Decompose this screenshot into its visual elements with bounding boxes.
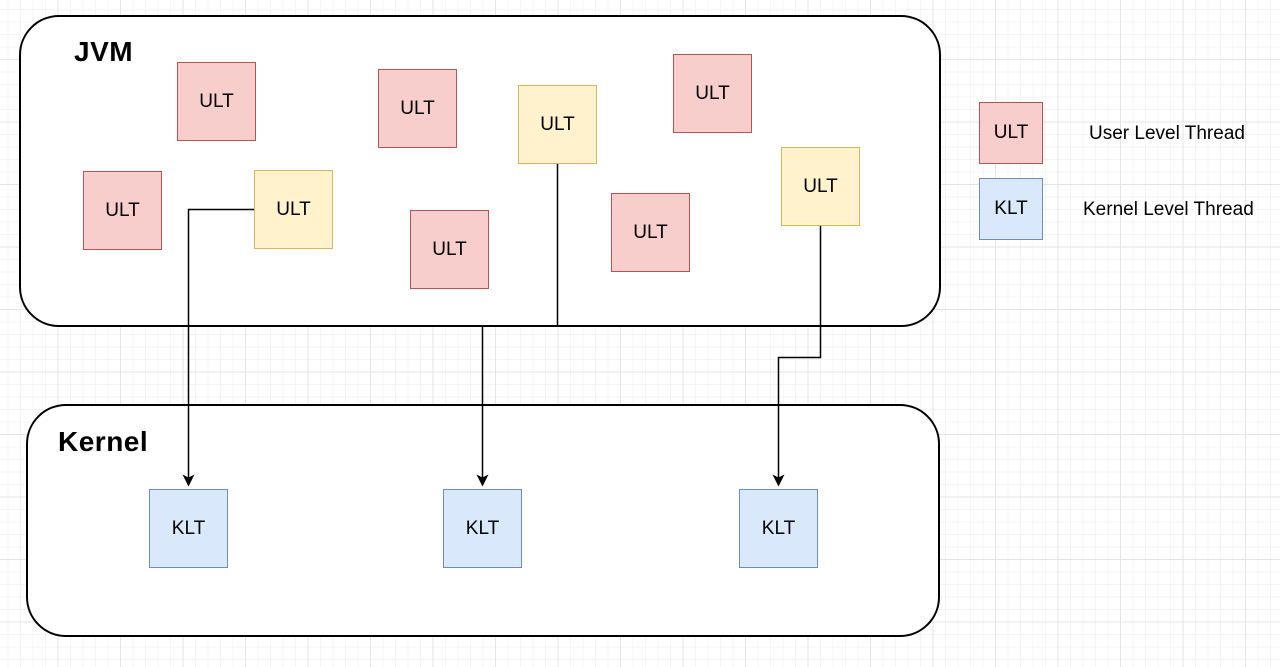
ult-box-mapped: ULT (781, 147, 860, 226)
jvm-title: JVM (74, 36, 134, 67)
ult-box: ULT (83, 171, 162, 250)
ult-box: ULT (177, 62, 256, 141)
ult-box: ULT (611, 193, 690, 272)
legend-klt-label: Kernel Level Thread (1083, 199, 1254, 220)
ult-box-mapped: ULT (518, 85, 597, 164)
ult-box-mapped: ULT (254, 170, 333, 249)
klt-box: KLT (443, 489, 522, 568)
ult-box: ULT (410, 210, 489, 289)
legend-ult-swatch: ULT (979, 102, 1043, 164)
legend-klt-swatch: KLT (979, 178, 1043, 240)
kernel-title: Kernel (58, 426, 149, 457)
klt-box: KLT (739, 489, 818, 568)
ult-box: ULT (378, 69, 457, 148)
legend-ult-label: User Level Thread (1089, 123, 1245, 144)
ult-box: ULT (673, 54, 752, 133)
klt-box: KLT (149, 489, 228, 568)
